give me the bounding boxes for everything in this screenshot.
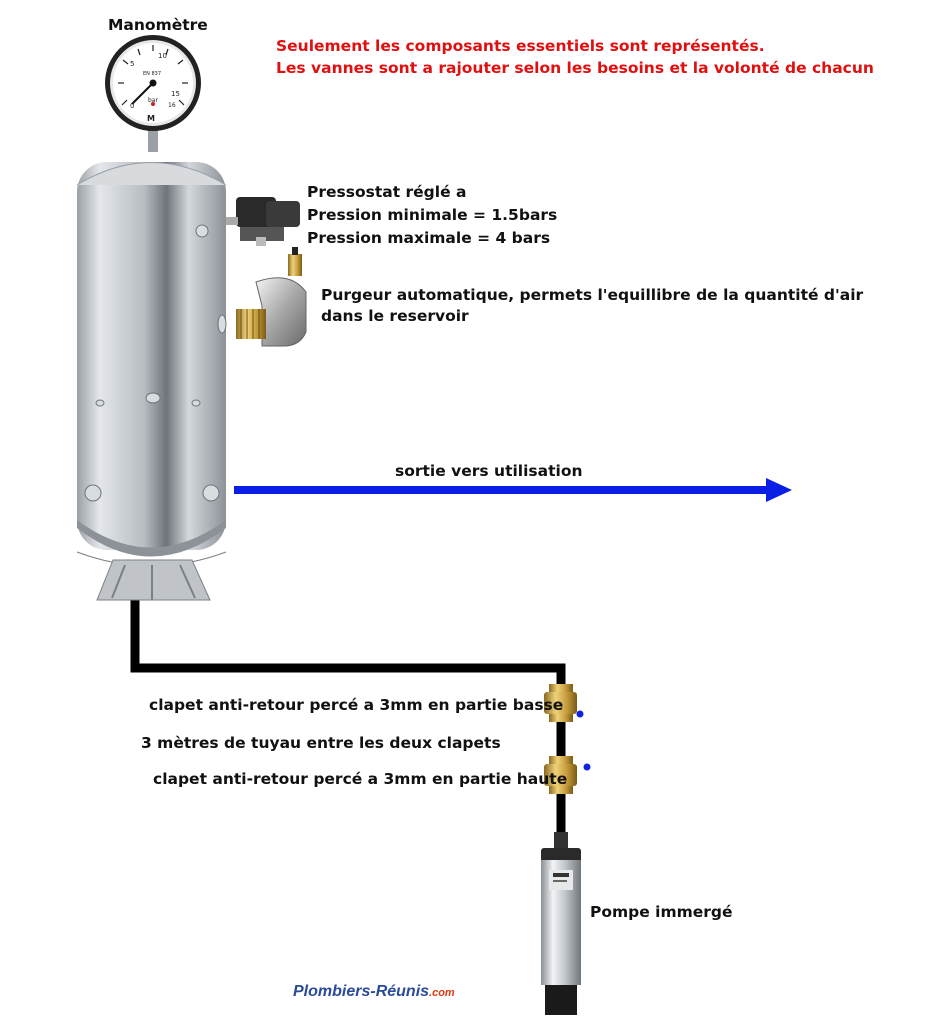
gauge-tick-10: 10 bbox=[158, 52, 167, 60]
purgeur-line-1: Purgeur automatique, permets l'equillibr… bbox=[321, 286, 864, 304]
air-bleeder bbox=[236, 247, 307, 347]
check-valve-lower-label: clapet anti-retour percé a 3mm en partie… bbox=[149, 696, 564, 714]
check-valve-upper-hole bbox=[544, 756, 591, 794]
output-label: sortie vers utilisation bbox=[395, 462, 583, 480]
pump-label: Pompe immergé bbox=[590, 903, 733, 921]
drill-hole-dot bbox=[583, 763, 591, 771]
drill-hole-dot bbox=[576, 710, 584, 718]
gauge-tick-5: 5 bbox=[130, 60, 134, 68]
manometer-label: Manomètre bbox=[108, 16, 208, 34]
check-valve-lower-hole bbox=[544, 684, 584, 722]
pressostat-line-1: Pressostat réglé a bbox=[307, 183, 467, 201]
gauge-unit: bar bbox=[148, 97, 158, 104]
gauge-tick-0: 0 bbox=[130, 102, 134, 110]
gauge-tick-16: 16 bbox=[168, 102, 176, 109]
site-logo[interactable]: Plombiers-Réunis.com bbox=[293, 983, 455, 1001]
pressure-switch bbox=[226, 197, 300, 246]
pressostat-line-2: Pression minimale = 1.5bars bbox=[307, 206, 558, 224]
purgeur-line-2: dans le reservoir bbox=[321, 307, 469, 325]
manometer-gauge: 0 5 10 15 16 EN 837 bar M bbox=[105, 35, 201, 152]
note-line-2: Les vannes sont a rajouter selon les bes… bbox=[276, 59, 874, 77]
note-line-1: Seulement les composants essentiels sont… bbox=[276, 37, 765, 55]
output-arrow bbox=[234, 478, 792, 502]
submersible-pump bbox=[541, 832, 581, 1015]
site-logo-text: Plombiers-Réunis bbox=[293, 983, 430, 1000]
site-logo-suffix: .com bbox=[429, 987, 455, 999]
pipe bbox=[130, 590, 566, 850]
gauge-maker: M bbox=[147, 114, 155, 123]
check-valve-upper-label: clapet anti-retour percé a 3mm en partie… bbox=[153, 770, 568, 788]
pressostat-line-3: Pression maximale = 4 bars bbox=[307, 229, 551, 247]
pipe-length-label: 3 mètres de tuyau entre les deux clapets bbox=[141, 734, 501, 752]
pressure-tank bbox=[76, 162, 227, 601]
gauge-brand: EN 837 bbox=[143, 71, 161, 77]
gauge-tick-15: 15 bbox=[171, 90, 180, 98]
gauge-needle bbox=[131, 82, 154, 105]
